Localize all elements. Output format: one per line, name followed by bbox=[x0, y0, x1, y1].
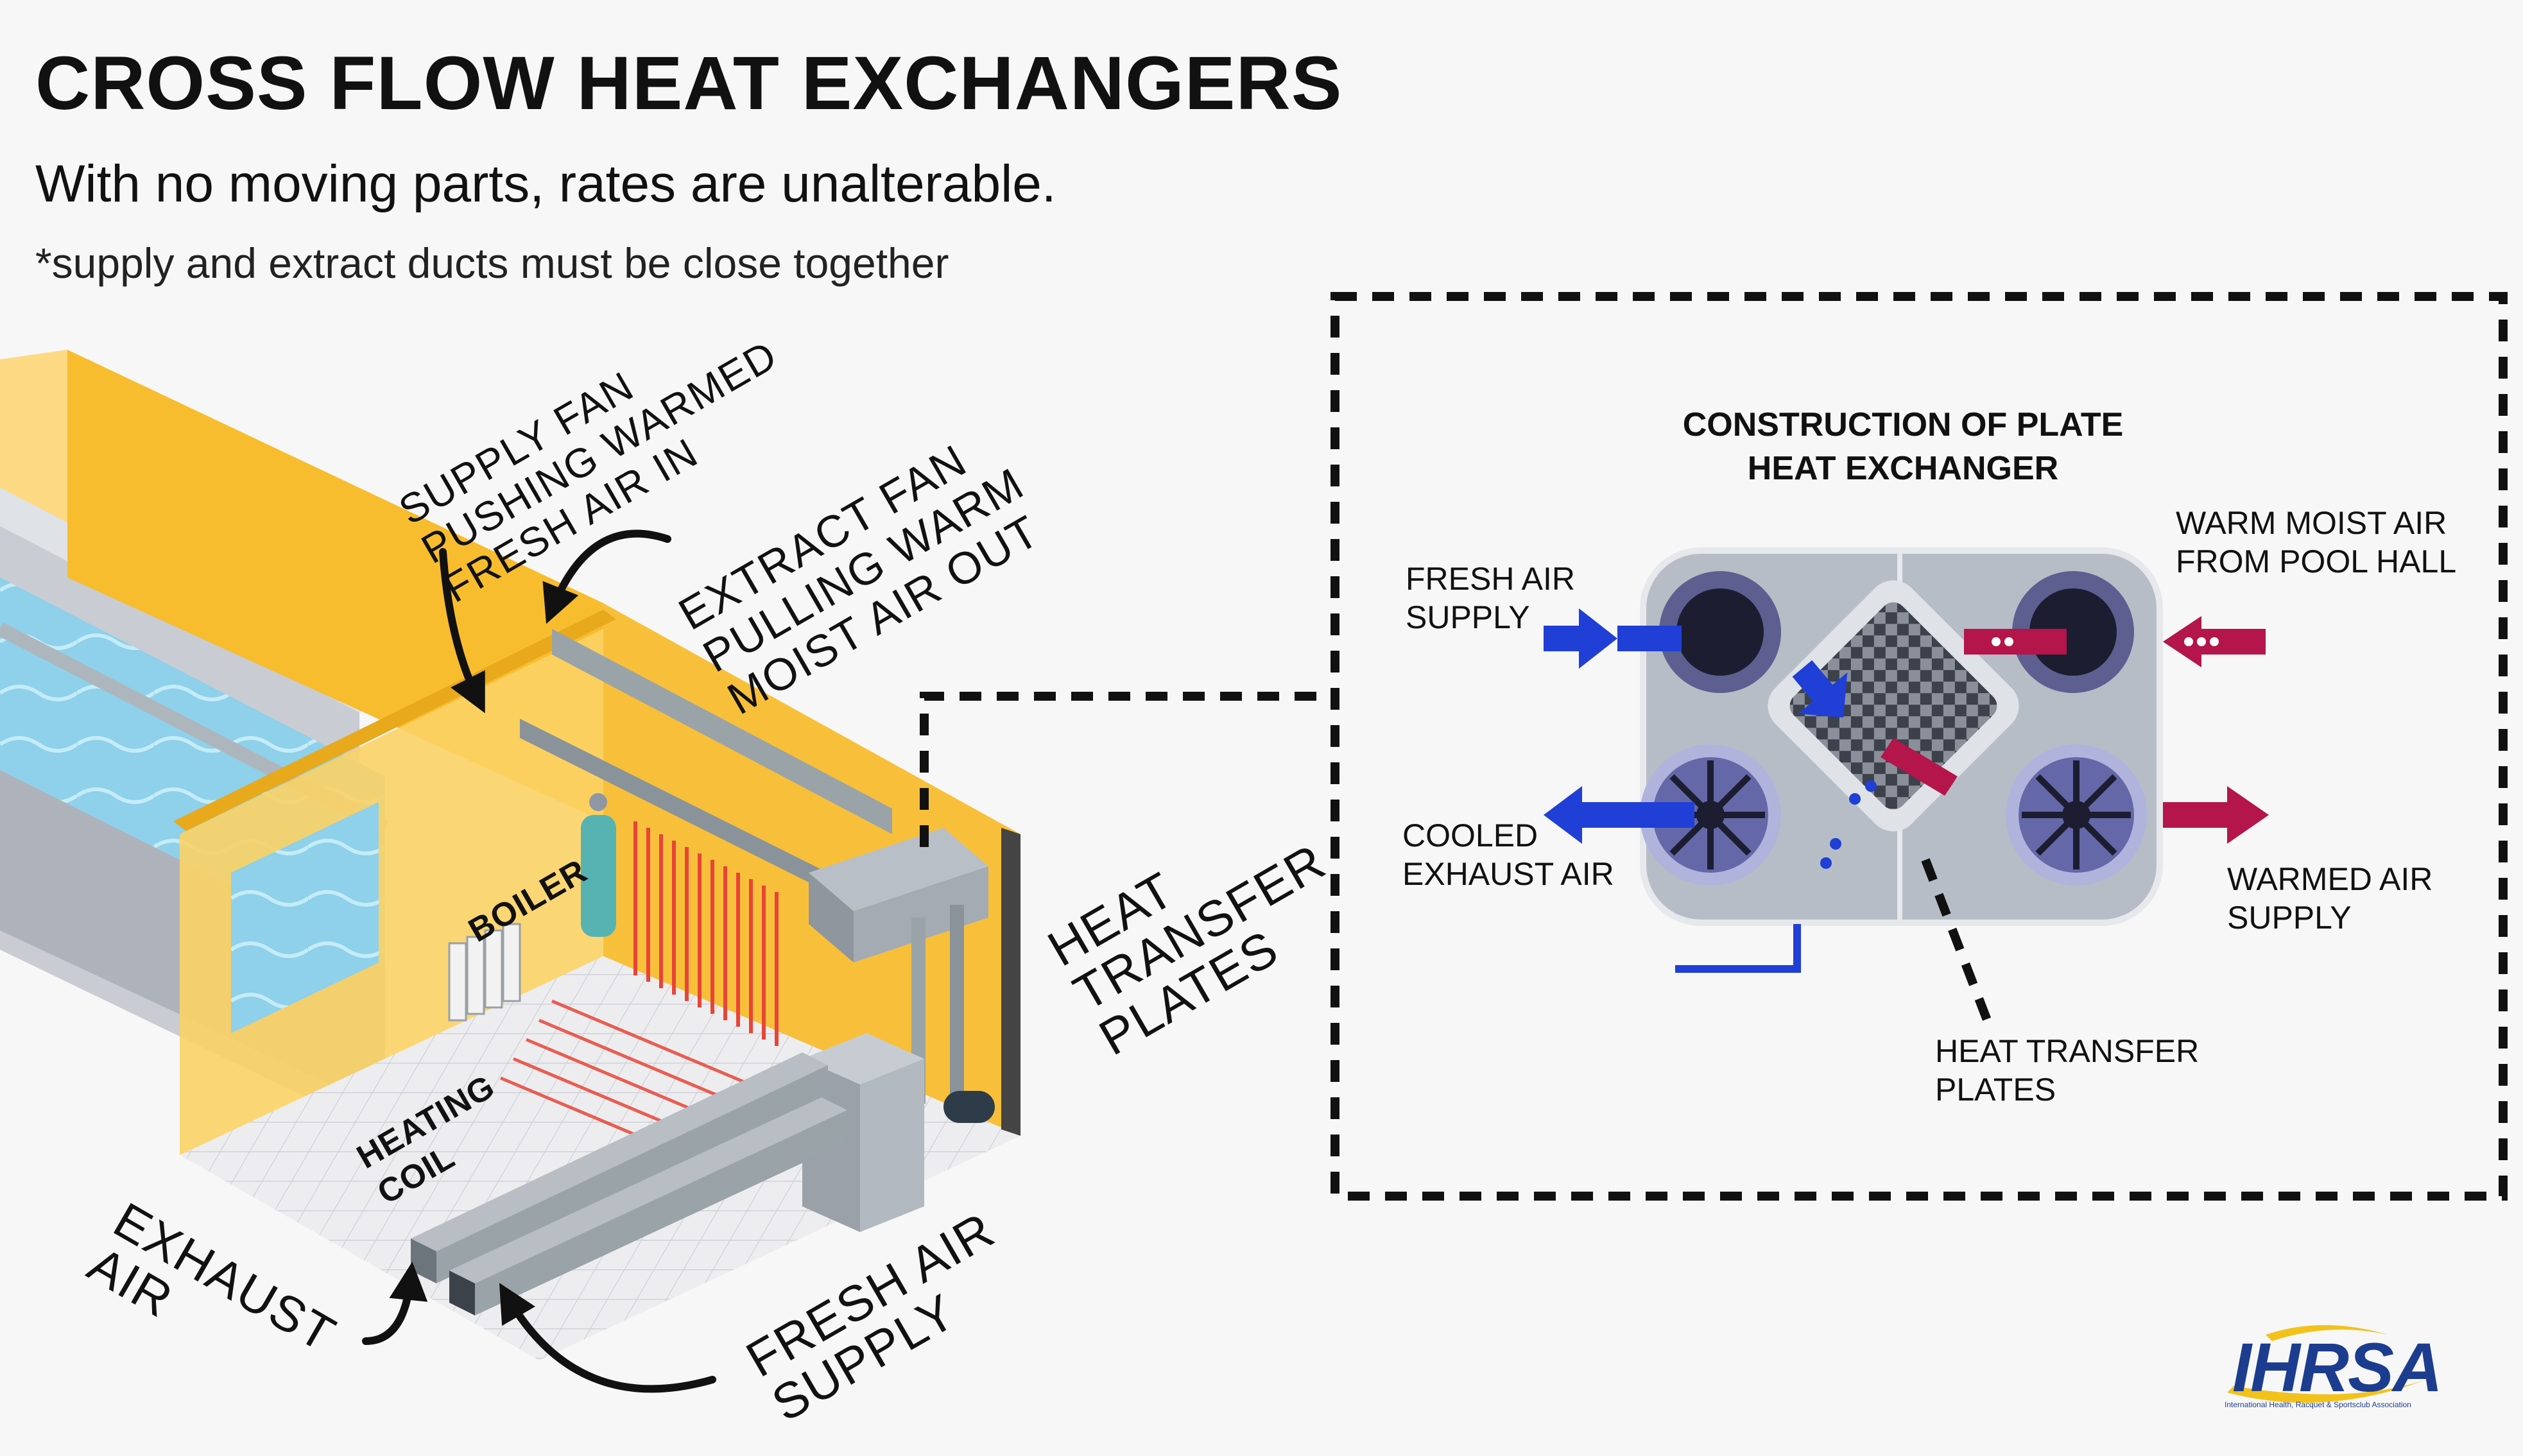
page-title: CROSS FLOW HEAT EXCHANGERS bbox=[35, 41, 1343, 126]
arrow-icon bbox=[2163, 786, 2269, 844]
plate-heat-exchanger bbox=[1544, 547, 2269, 1029]
inset-title: CONSTRUCTION OF PLATE HEAT EXCHANGER bbox=[1682, 406, 2124, 487]
inset-warm-moist-air-label: WARM MOIST AIR FROM POOL HALL bbox=[2176, 505, 2457, 579]
logo-tagline: International Health, Racquet & Sportscl… bbox=[2225, 1400, 2411, 1409]
fan-icon bbox=[1640, 744, 1781, 886]
fan-icon bbox=[2006, 744, 2147, 886]
page-subtitle: With no moving parts, rates are unaltera… bbox=[35, 155, 1056, 213]
plant-room bbox=[67, 350, 1020, 1360]
inset-warmed-air-supply-label: WARMED AIR SUPPLY bbox=[2227, 861, 2433, 936]
inset-fresh-air-supply-label: FRESH AIR SUPPLY bbox=[1406, 561, 1575, 635]
pointer-arrows bbox=[362, 529, 716, 1393]
inset-cooled-exhaust-air-label: COOLED EXHAUST AIR bbox=[1402, 818, 1614, 892]
page-note: *supply and extract ducts must be close … bbox=[35, 239, 949, 287]
arrow-icon bbox=[1544, 608, 1682, 669]
arrow-icon bbox=[1544, 786, 1694, 844]
inset-heat-transfer-plates-label: HEAT TRANSFER PLATES bbox=[1935, 1033, 2200, 1108]
inset-frame bbox=[1330, 292, 2508, 1201]
water-drop-icon bbox=[1820, 780, 1877, 869]
ihrsa-logo: IHRSA International Health, Racquet & Sp… bbox=[2221, 1322, 2443, 1412]
logo-wordmark: IHRSA bbox=[2232, 1328, 2443, 1406]
